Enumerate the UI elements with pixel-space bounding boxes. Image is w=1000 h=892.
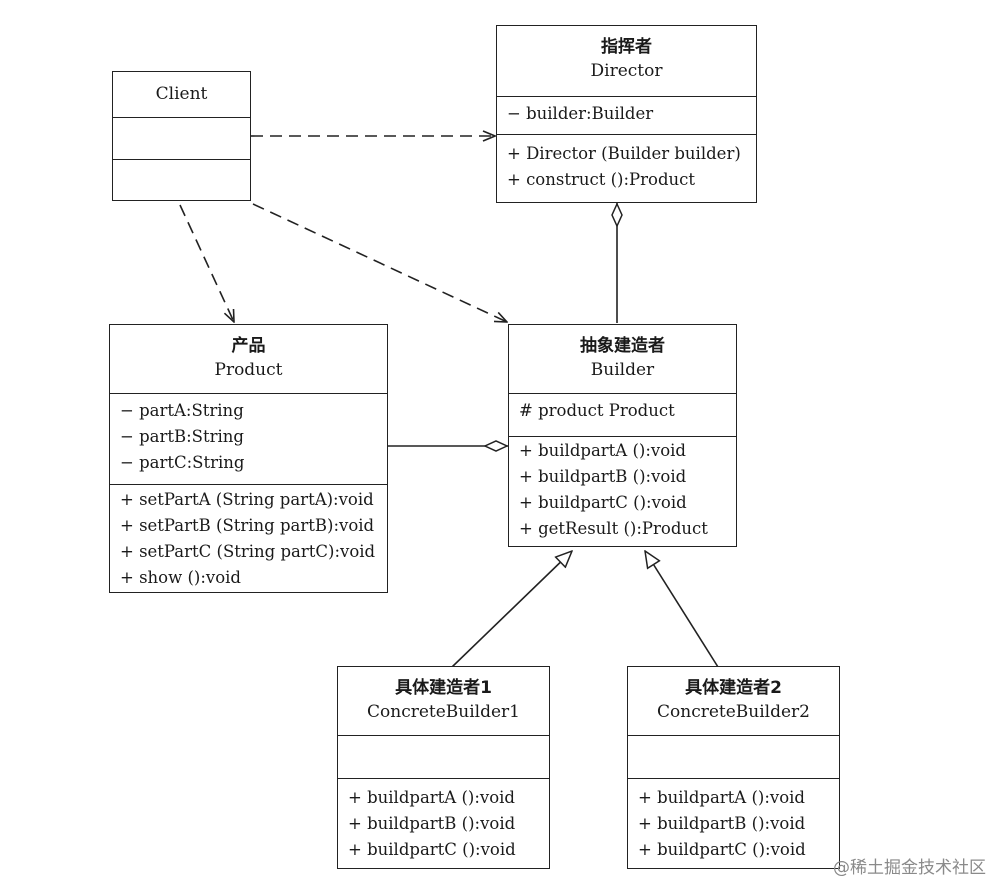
class-product-name: Product [214,360,283,380]
class-product-attributes: − partA:String − partB:String − partC:St… [110,393,387,484]
operation: + buildpartC ():void [348,840,516,859]
class-concrete-builder-2-attributes [628,735,839,778]
operation: + buildpartA ():void [638,788,805,807]
class-builder-name: Builder [590,360,655,380]
dependency-client-builder [252,203,507,322]
operation: + buildpartA ():void [519,441,686,460]
class-director-name-section: 指挥者 Director [497,26,756,96]
class-concrete-builder-1[interactable]: 具体建造者1 ConcreteBuilder1 + buildpartA ():… [337,666,550,869]
attribute: − partB:String [120,427,244,446]
class-builder-name-section: 抽象建造者 Builder [509,325,736,393]
class-concrete-builder-2-name-section: 具体建造者2 ConcreteBuilder2 [628,667,839,735]
class-concrete-builder-2-operations: + buildpartA ():void + buildpartB ():voi… [628,778,839,863]
generalization-concrete1-builder [451,551,572,668]
operation: + buildpartA ():void [348,788,515,807]
class-director-chinese-name: 指挥者 [601,37,652,57]
class-product-operations: + setPartA (String partA):void + setPart… [110,484,387,591]
operation: + setPartC (String partC):void [120,542,376,561]
operation: + construct ():Product [507,170,696,189]
class-concrete-builder-2[interactable]: 具体建造者2 ConcreteBuilder2 + buildpartA ():… [627,666,840,869]
watermark: @稀土掘金技术社区 [833,858,986,878]
class-director-attributes: − builder:Builder [497,96,756,134]
class-product[interactable]: 产品 Product − partA:String − partB:String… [109,324,388,593]
operation: + buildpartB ():void [348,814,516,833]
class-concrete-builder-1-operations: + buildpartA ():void + buildpartB ():voi… [338,778,549,863]
attribute: # product Product [519,401,675,420]
class-client-name: Client [155,84,208,104]
generalization-concrete2-builder [645,551,719,668]
class-concrete-builder-1-name: ConcreteBuilder1 [367,702,520,722]
class-concrete-builder-1-chinese-name: 具体建造者1 [395,678,492,698]
class-client[interactable]: Client [112,71,251,201]
class-director-operations: + Director (Builder builder) + construct… [497,134,756,193]
attribute: − partA:String [120,401,244,420]
class-director-name: Director [590,61,663,81]
class-director[interactable]: 指挥者 Director − builder:Builder + Directo… [496,25,757,203]
dependency-client-product [179,204,234,322]
class-concrete-builder-1-name-section: 具体建造者1 ConcreteBuilder1 [338,667,549,735]
operation: + getResult ():Product [519,519,708,538]
operation: + buildpartC ():void [519,493,687,512]
attribute: − partC:String [120,453,245,472]
operation: + show ():void [120,568,241,587]
attribute: − builder:Builder [507,104,654,123]
operation: + setPartA (String partA):void [120,490,374,509]
class-concrete-builder-2-name: ConcreteBuilder2 [657,702,810,722]
class-builder[interactable]: 抽象建造者 Builder # product Product + buildp… [508,324,737,547]
operation: + buildpartB ():void [519,467,687,486]
operation: + setPartB (String partB):void [120,516,375,535]
class-concrete-builder-2-chinese-name: 具体建造者2 [685,678,782,698]
class-product-name-section: 产品 Product [110,325,387,393]
class-builder-operations: + buildpartA ():void + buildpartB ():voi… [509,436,736,542]
class-client-name-section: Client [113,72,250,117]
class-concrete-builder-1-attributes [338,735,549,778]
class-builder-attributes: # product Product [509,393,736,436]
class-product-chinese-name: 产品 [231,336,266,356]
operation: + buildpartB ():void [638,814,806,833]
operation: + buildpartC ():void [638,840,806,859]
class-client-attributes [113,117,250,159]
class-builder-chinese-name: 抽象建造者 [580,336,665,356]
class-client-operations [113,159,250,202]
operation: + Director (Builder builder) [507,144,741,163]
